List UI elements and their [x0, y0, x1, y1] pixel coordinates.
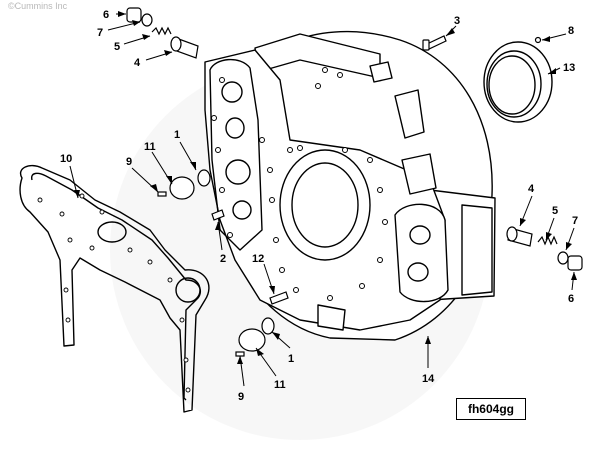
callout-labels: 6 7 5 4 3 8 13 1 11 9 10 2 12 1 11 9 14 …: [60, 9, 578, 403]
callout-2: 2: [220, 253, 226, 265]
callout-7-upper: 7: [97, 27, 103, 39]
callout-6-right: 6: [568, 293, 574, 305]
callout-9-lower: 9: [238, 391, 244, 403]
callout-10: 10: [60, 153, 72, 165]
callout-8: 8: [568, 25, 574, 37]
leader-arrowheads: [74, 11, 577, 364]
figure-id-box: fh604gg: [456, 398, 526, 420]
housing-bolt-holes: [211, 67, 388, 301]
callout-11-upper: 11: [144, 141, 156, 153]
callout-3: 3: [454, 15, 460, 27]
callout-5-upper: 5: [114, 41, 120, 53]
flywheel-housing: [204, 30, 496, 341]
callout-1-upper: 1: [174, 129, 180, 141]
callout-11-lower: 11: [274, 379, 286, 391]
copyright-text: ©Cummins Inc: [8, 1, 68, 11]
hardware-parts: [126, 7, 583, 357]
callout-14: 14: [422, 373, 435, 385]
gear-housing-gasket: [19, 164, 210, 413]
callout-9-upper: 9: [126, 156, 132, 168]
callout-5-right: 5: [552, 205, 558, 217]
callout-13: 13: [563, 62, 575, 74]
callout-7-right: 7: [572, 215, 578, 227]
crankshaft-rear-seal: [483, 41, 553, 123]
callout-6-upper: 6: [103, 9, 109, 21]
callout-4-right: 4: [528, 183, 535, 195]
gasket-bolt-holes: [37, 193, 191, 393]
callout-12: 12: [252, 253, 264, 265]
callout-1-lower: 1: [288, 353, 294, 365]
callout-4-upper: 4: [134, 57, 141, 69]
